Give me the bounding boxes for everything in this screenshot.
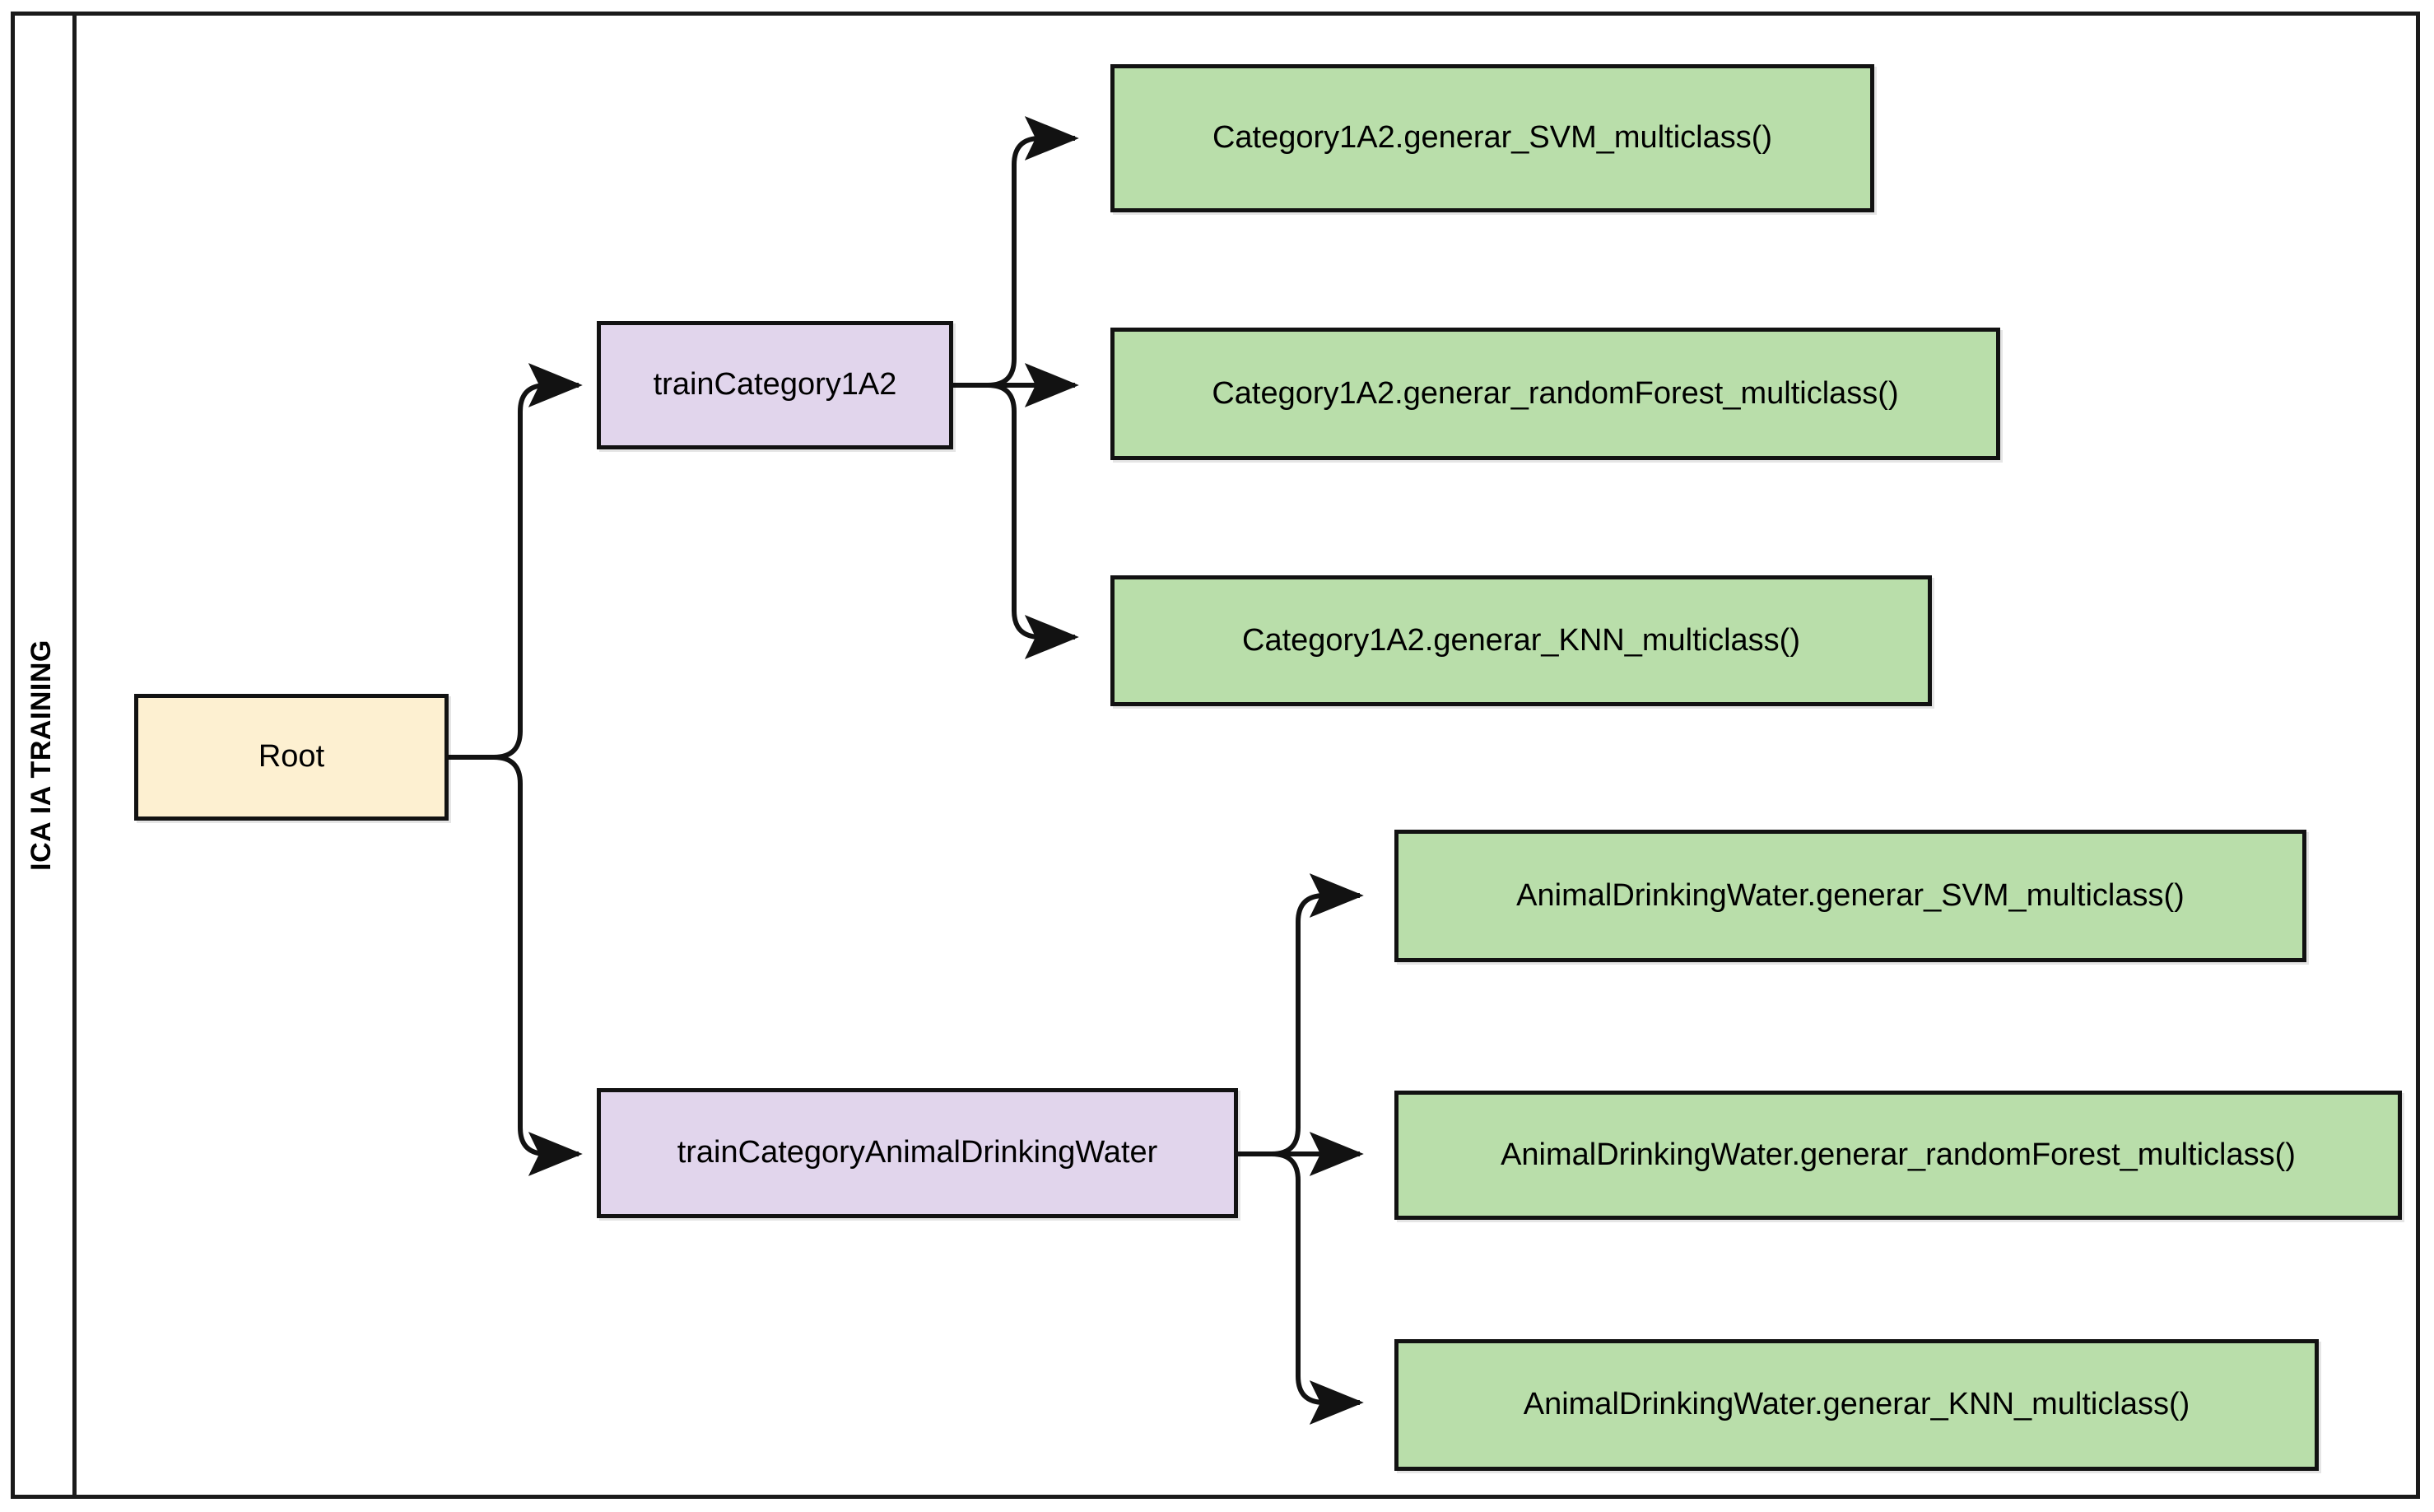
node-animaldrinkingwater-random-forest[interactable]: AnimalDrinkingWater.generar_randomForest… [1394,1091,2402,1220]
node-category1a2-knn-label: Category1A2.generar_KNN_multiclass() [1242,622,1800,658]
node-category1a2-random-forest[interactable]: Category1A2.generar_randomForest_multicl… [1110,328,2000,460]
swimlane-title-label: ICA IA TRAINING [26,640,57,871]
node-train-category-1a2[interactable]: trainCategory1A2 [597,321,953,449]
swimlane-divider [72,12,77,1499]
node-root-label: Root [258,739,325,775]
node-train-category-1a2-label: trainCategory1A2 [653,367,897,402]
node-category1a2-knn[interactable]: Category1A2.generar_KNN_multiclass() [1110,575,1932,706]
swimlane-title: ICA IA TRAINING [11,12,72,1499]
node-category1a2-svm[interactable]: Category1A2.generar_SVM_multiclass() [1110,64,1874,212]
node-animaldrinkingwater-knn-label: AnimalDrinkingWater.generar_KNN_multicla… [1523,1387,2190,1422]
node-animaldrinkingwater-knn[interactable]: AnimalDrinkingWater.generar_KNN_multicla… [1394,1339,2319,1471]
node-train-category-animal-drinking-water-label: trainCategoryAnimalDrinkingWater [677,1135,1158,1170]
node-category1a2-random-forest-label: Category1A2.generar_randomForest_multicl… [1212,375,1899,411]
node-train-category-animal-drinking-water[interactable]: trainCategoryAnimalDrinkingWater [597,1088,1238,1218]
node-animaldrinkingwater-random-forest-label: AnimalDrinkingWater.generar_randomForest… [1501,1137,2296,1172]
node-animaldrinkingwater-svm-label: AnimalDrinkingWater.generar_SVM_multicla… [1516,877,2185,913]
node-animaldrinkingwater-svm[interactable]: AnimalDrinkingWater.generar_SVM_multicla… [1394,830,2306,962]
node-root[interactable]: Root [134,694,449,821]
node-category1a2-svm-label: Category1A2.generar_SVM_multiclass() [1212,120,1773,156]
